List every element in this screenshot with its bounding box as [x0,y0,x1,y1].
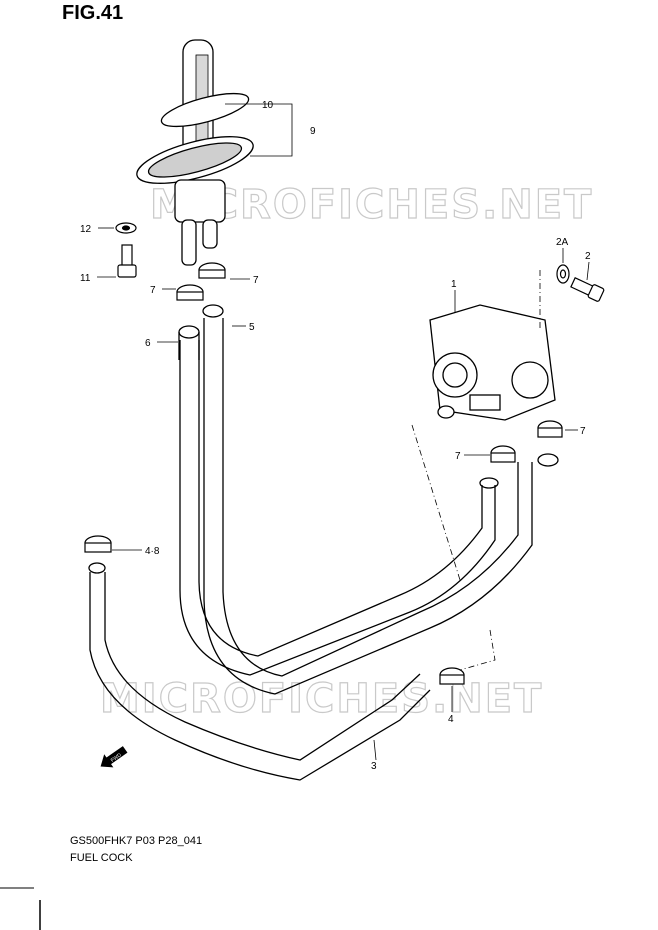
callout-3: 3 [371,761,377,772]
callout-7-b: 7 [150,285,156,296]
model-code: GS500FHK7 P03 P28_041 [70,835,203,847]
callout-12: 12 [80,224,92,235]
fuel-hose-3 [88,562,431,781]
washer-12 [115,222,137,234]
callout-10: 10 [262,100,274,111]
clamp-7-upper [176,262,226,301]
forward-arrow-icon: FWD [100,746,128,768]
bolt-11 [117,244,137,278]
callout-7-c: 7 [580,426,586,437]
clamp-4 [439,667,465,685]
fuel-hose-5 [202,304,559,695]
clamp-4-8 [84,535,112,553]
bolt-2 [570,277,605,302]
callout-2: 2 [585,251,591,262]
callout-5: 5 [249,322,255,333]
fuel-pump-1 [429,304,556,421]
washer-2a [556,264,570,284]
callout-11: 11 [80,273,91,284]
callout-9: 9 [310,126,316,137]
leader-lines [97,103,590,761]
callout-7-d: 7 [455,451,461,462]
callout-1: 1 [451,279,457,290]
callout-4: 4 [448,714,454,725]
reference-lines [411,270,541,671]
clamp-7-right [537,420,563,438]
group-name: FUEL COCK [70,852,133,864]
callout-4-8: 4·8 [145,546,160,557]
figure-title: FIG.41 [62,2,124,24]
watermark-bottom: MICROFICHES.NET [100,676,543,722]
clamp-7-mid [490,445,516,463]
callout-7-a: 7 [253,275,259,286]
callout-6: 6 [145,338,151,349]
forward-label: FWD [110,752,123,764]
fuel-hose-6 [178,325,499,676]
callout-2a: 2A [556,237,569,248]
fuel-cock-assembly [136,39,254,266]
